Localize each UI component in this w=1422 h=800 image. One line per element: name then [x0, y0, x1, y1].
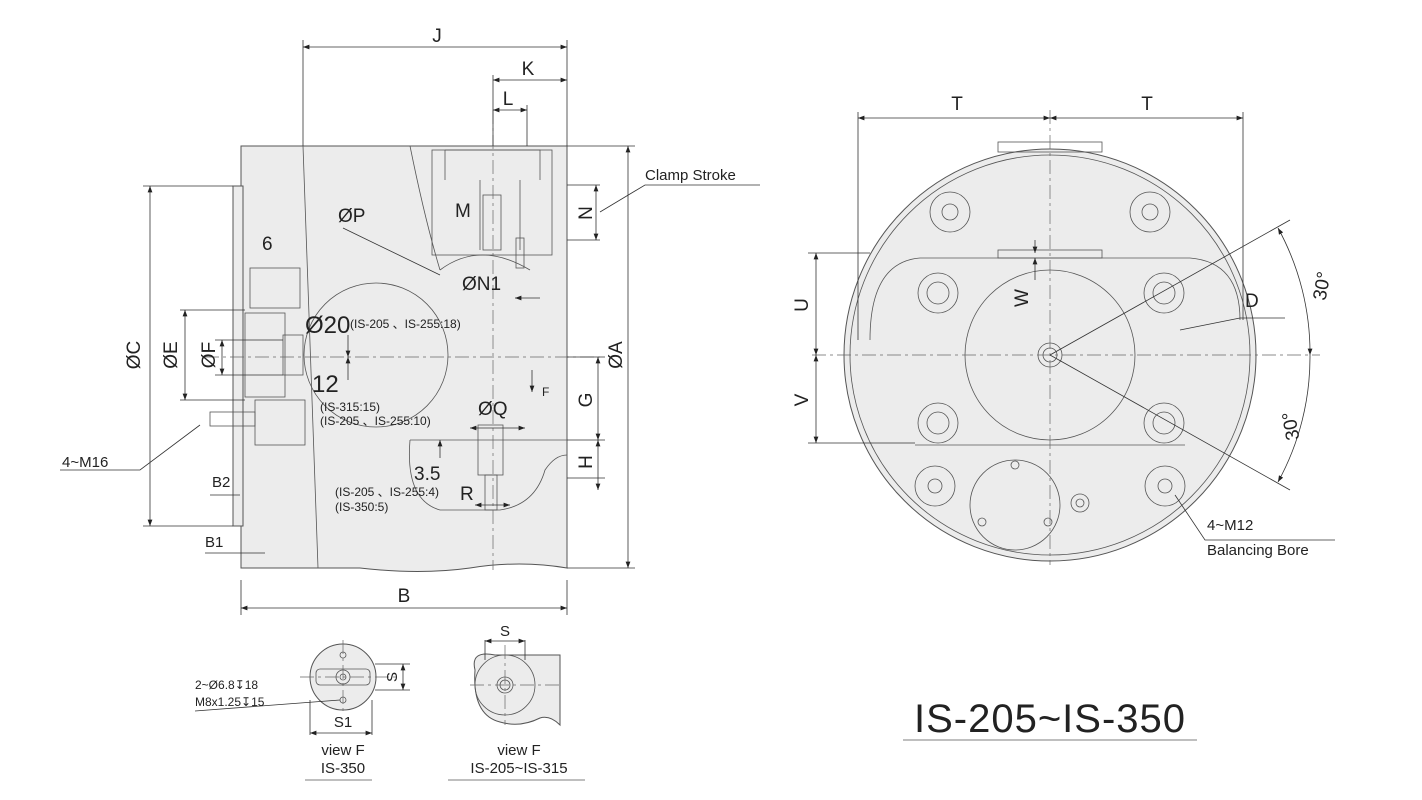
caption-view-f-205: view F	[497, 742, 540, 759]
dim-n: N	[576, 206, 597, 220]
dim-12-note1: (IS-315:15)	[320, 400, 380, 414]
dim-s1: S1	[334, 714, 352, 731]
cylinder-body	[240, 145, 568, 572]
dim-b: B	[398, 586, 411, 607]
dim-f: ØF	[199, 342, 220, 368]
bore-circle	[303, 282, 449, 428]
dim-j: J	[432, 26, 442, 47]
dim-m: M	[455, 201, 471, 222]
thread-m12-label: 4~M12	[1207, 517, 1253, 534]
dim-g: G	[576, 393, 597, 408]
dim-t-right: T	[1141, 94, 1153, 115]
dim-d: D	[1245, 291, 1259, 312]
dim-3-5-note1: (IS-205 、IS-255:4)	[335, 485, 439, 499]
dim-s-350: S	[384, 672, 401, 682]
caption-is205-315: IS-205~IS-315	[470, 760, 567, 777]
side-view: J K L Clamp Stroke ØP M N 6 ØN1 Ø20 (IS-…	[60, 26, 760, 615]
dim-c: ØC	[124, 341, 145, 370]
dim-w: W	[1012, 289, 1033, 307]
dim-3-5-note2: (IS-350:5)	[335, 500, 388, 514]
dim-6: 6	[262, 234, 273, 255]
dim-12: 12	[312, 371, 339, 398]
thread-m16-label: 4~M16	[62, 454, 108, 471]
view-f-is350: S S1 2~Ø6.8↧18 M8x1.25↧15 view F IS-350	[194, 640, 410, 781]
dim-b1: B1	[205, 534, 223, 551]
bolt-holes	[914, 191, 1186, 551]
dim-l: L	[503, 89, 514, 110]
dim-a: ØA	[606, 341, 627, 369]
flange	[232, 185, 244, 527]
dim-b2: B2	[212, 474, 230, 491]
dim-q: ØQ	[478, 399, 508, 420]
f-arrow-label: F	[542, 385, 549, 399]
dim-20-note: (IS-205 、IS-255:18)	[350, 317, 461, 331]
caption-view-f-350: view F	[321, 742, 364, 759]
dim-k: K	[522, 59, 535, 80]
clamp-stroke-label: Clamp Stroke	[645, 167, 736, 184]
dim-v: V	[792, 393, 813, 406]
angle-top: 30°	[1310, 270, 1336, 302]
dim-n1: ØN1	[462, 274, 501, 295]
hole-spec-1: 2~Ø6.8↧18	[195, 678, 258, 692]
dim-u: U	[792, 298, 813, 312]
dim-20: Ø20	[305, 312, 350, 339]
dim-t-left: T	[951, 94, 963, 115]
model-title: IS-205~IS-350	[914, 697, 1186, 741]
dim-h: H	[576, 455, 597, 469]
caption-is350: IS-350	[321, 760, 365, 777]
dim-r: R	[460, 484, 474, 505]
balancing-bore-label: Balancing Bore	[1207, 542, 1309, 559]
dim-p: ØP	[338, 206, 365, 227]
m16-bolt	[209, 411, 256, 427]
dim-s-205: S	[500, 623, 510, 640]
dim-3-5: 3.5	[414, 464, 440, 485]
angle-bottom: 30°	[1279, 410, 1305, 442]
view-f-is205-315: S view F IS-205~IS-315	[448, 623, 585, 781]
end-view: T T U V W D 30° 30° 4~M12 Balancing Bore	[792, 94, 1335, 565]
dim-12-note2: (IS-205 、IS-255:10)	[320, 414, 431, 428]
hole-spec-2: M8x1.25↧15	[195, 695, 265, 709]
dim-e: ØE	[161, 341, 182, 368]
